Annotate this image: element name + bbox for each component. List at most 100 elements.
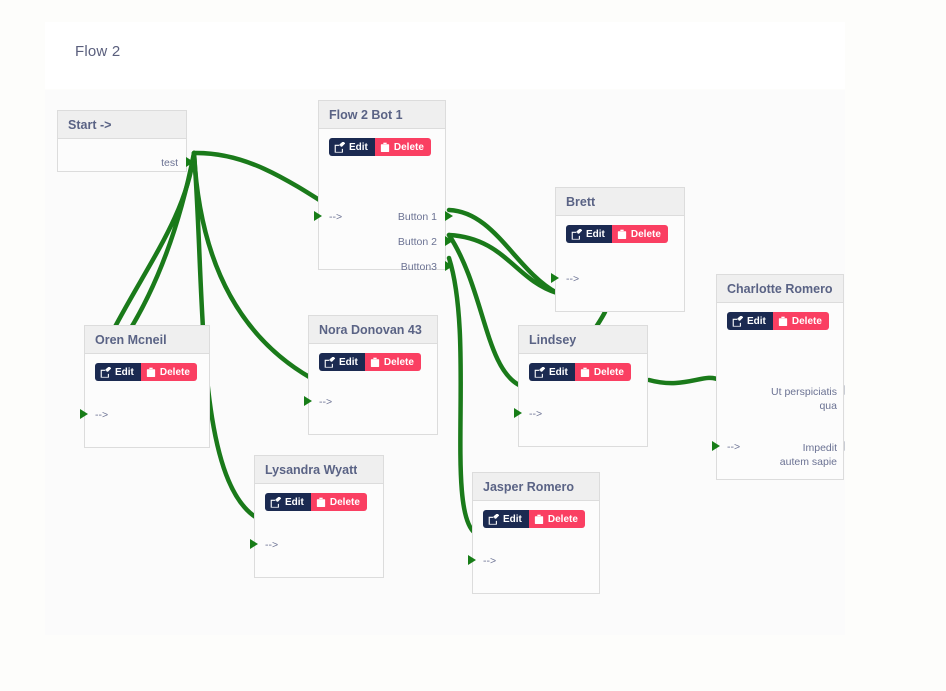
pencil-square-icon — [488, 513, 499, 525]
node-header: Start -> — [58, 111, 186, 139]
trash-icon — [580, 367, 590, 378]
edit-button[interactable]: Edit — [529, 363, 575, 381]
node-input-port[interactable]: --> — [529, 408, 543, 420]
message-port-arrow-icon — [844, 385, 845, 395]
node-input-port[interactable]: --> — [329, 211, 343, 223]
flow-edge[interactable] — [191, 150, 338, 213]
node-output-port[interactable]: test — [161, 157, 178, 169]
node-input-port[interactable]: --> — [265, 539, 279, 551]
delete-button-label: Delete — [329, 496, 360, 508]
node-header: Charlotte Romero — [717, 275, 843, 303]
delete-button-label: Delete — [791, 315, 822, 327]
node-message-text: Ut perspiciatis qua — [771, 386, 837, 412]
pencil-square-icon — [270, 496, 281, 508]
node-header: Oren Mcneil — [85, 326, 209, 354]
delete-button-label: Delete — [593, 366, 624, 378]
trash-icon — [316, 497, 326, 508]
node-title: Jasper Romero — [483, 479, 575, 494]
page-title: Flow 2 — [75, 43, 121, 60]
flow-edge[interactable] — [646, 375, 722, 386]
edit-button-label: Edit — [503, 513, 522, 525]
node-title: Lysandra Wyatt — [265, 462, 358, 477]
delete-button[interactable]: Delete — [364, 353, 421, 371]
flow-edge[interactable] — [446, 232, 524, 389]
input-port-arrow-icon — [551, 273, 559, 283]
edit-button-label: Edit — [285, 496, 304, 508]
node-input-port[interactable]: --> — [483, 555, 497, 567]
node-title: Flow 2 Bot 1 — [329, 107, 403, 122]
node-message-text: Impedit autem sapie — [779, 442, 837, 468]
node-input-port[interactable]: --> — [95, 409, 109, 421]
node-body: Edit Delete --> — [551, 216, 684, 311]
node-action-row: Edit Delete — [529, 363, 631, 381]
node-output-port[interactable]: Button 1 — [397, 211, 437, 223]
delete-button-label: Delete — [547, 513, 578, 525]
input-port-arrow-icon — [80, 409, 88, 419]
input-port-arrow-icon — [314, 211, 322, 221]
edit-button[interactable]: Edit — [95, 363, 141, 381]
pencil-square-icon — [534, 366, 545, 378]
trash-icon — [617, 229, 627, 240]
delete-button[interactable]: Delete — [611, 225, 668, 243]
node-input-port[interactable]: --> — [566, 273, 580, 285]
node-action-row: Edit Delete — [483, 510, 585, 528]
flow-edge[interactable] — [446, 232, 560, 296]
edit-button[interactable]: Edit — [319, 353, 365, 371]
trash-icon — [370, 357, 380, 368]
node-output-port[interactable]: Button 2 — [397, 236, 437, 248]
flow-edge[interactable] — [446, 207, 560, 296]
node-action-row: Edit Delete — [265, 493, 367, 511]
delete-button[interactable]: Delete — [772, 312, 829, 330]
edit-button[interactable]: Edit — [265, 493, 311, 511]
node-title: Brett — [566, 194, 596, 209]
node-output-port[interactable]: Button3 — [400, 261, 437, 273]
node-title: Charlotte Romero — [727, 281, 833, 296]
trash-icon — [146, 367, 156, 378]
input-port-arrow-icon — [514, 408, 522, 418]
edit-button-label: Edit — [747, 315, 766, 327]
delete-button[interactable]: Delete — [374, 138, 431, 156]
node-input-port[interactable]: --> — [319, 396, 333, 408]
edit-button[interactable]: Edit — [727, 312, 773, 330]
edit-button[interactable]: Edit — [329, 138, 375, 156]
pencil-square-icon — [571, 228, 582, 240]
edit-button-label: Edit — [549, 366, 568, 378]
flow-header-band: Flow 2 — [45, 22, 845, 89]
delete-button[interactable]: Delete — [528, 510, 585, 528]
trash-icon — [380, 142, 390, 153]
delete-button-label: Delete — [383, 356, 414, 368]
edit-button-label: Edit — [115, 366, 134, 378]
delete-button-label: Delete — [630, 228, 661, 240]
trash-icon — [534, 514, 544, 525]
node-action-row: Edit Delete — [727, 312, 829, 330]
pencil-square-icon — [732, 315, 743, 327]
flow-node-start[interactable]: Start -> test — [57, 110, 194, 172]
delete-button[interactable]: Delete — [310, 493, 367, 511]
node-header: Lindsey — [519, 326, 647, 354]
edit-button[interactable]: Edit — [566, 225, 612, 243]
input-port-arrow-icon — [304, 396, 312, 406]
node-header: Lysandra Wyatt — [255, 456, 383, 484]
node-body: Edit Delete --> — [468, 501, 599, 593]
node-body: Edit Delete --> — [80, 354, 209, 447]
delete-button[interactable]: Delete — [140, 363, 197, 381]
node-action-row: Edit Delete — [566, 225, 668, 243]
output-port-arrow-icon — [445, 236, 453, 246]
flow-edge[interactable] — [191, 150, 314, 381]
delete-button[interactable]: Delete — [574, 363, 631, 381]
edit-button-label: Edit — [339, 356, 358, 368]
node-input-port[interactable]: --> — [727, 441, 741, 453]
edit-button[interactable]: Edit — [483, 510, 529, 528]
